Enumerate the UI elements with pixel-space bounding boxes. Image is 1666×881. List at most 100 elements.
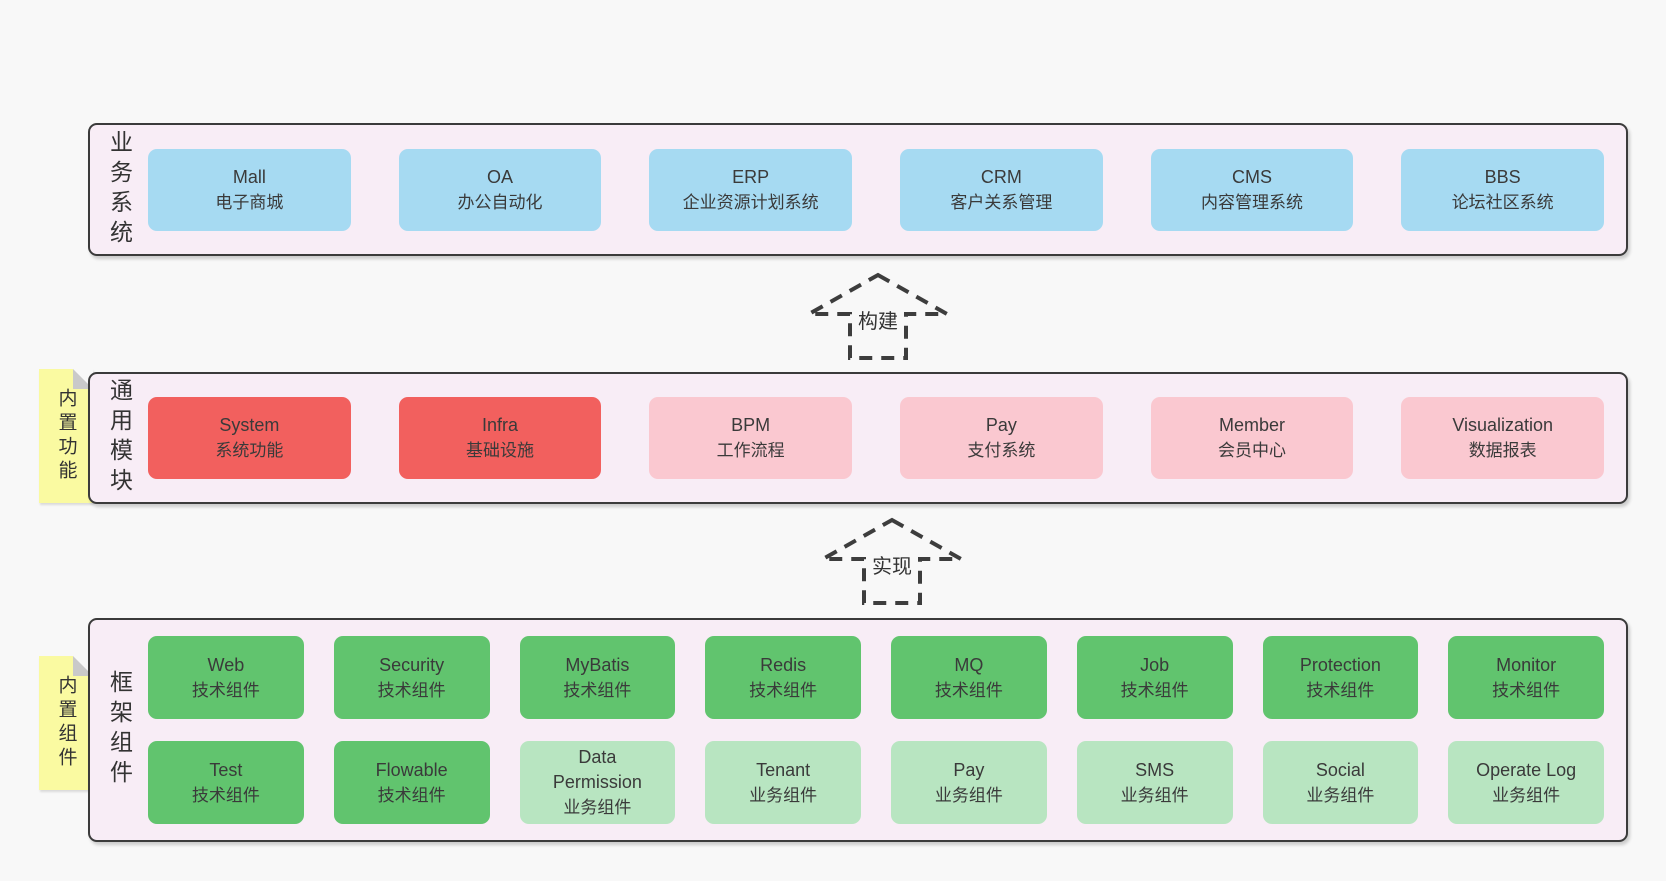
build-arrow: 构建 (806, 272, 950, 364)
sticky-note-built-in-functions: 内置功能 (39, 369, 93, 503)
box-title: Protection (1299, 654, 1381, 675)
box-title: Tenant (756, 759, 811, 780)
box-subtitle: 客户关系管理 (950, 192, 1053, 212)
box-security: Security 技术组件 (333, 636, 490, 719)
box-title: CMS (1232, 166, 1273, 187)
sticky-note-built-in-components: 内置组件 (39, 656, 93, 790)
box-title: Pay (953, 759, 985, 780)
box-subtitle: 数据报表 (1468, 441, 1537, 460)
box-data-permission: Data Permission 业务组件 (519, 741, 676, 824)
components-row-1: Web 技术组件 Security 技术组件 MyBatis 技术组件 Redi… (148, 636, 1604, 719)
box-subtitle: 技术组件 (1306, 680, 1375, 700)
build-arrow-label: 构建 (855, 305, 901, 334)
box-redis: Redis 技术组件 (705, 636, 861, 719)
box-title: Security (379, 654, 445, 675)
box-title: Data Permission (552, 747, 642, 792)
box-title: ERP (732, 166, 770, 187)
common-modules-row: System 系统功能 Infra 基础设施 BPM 工作流程 Pay 支付系统… (148, 374, 1626, 502)
common-modules-band: 通用模块 System 系统功能 Infra 基础设施 BPM 工作流程 Pay… (88, 372, 1628, 504)
box-subtitle: 工作流程 (716, 441, 785, 460)
box-system: System 系统功能 (148, 397, 351, 479)
box-title: Visualization (1452, 415, 1554, 435)
business-systems-row: Mall 电子商城 OA 办公自动化 ERP 企业资源计划系统 CRM 客户关系… (148, 125, 1626, 254)
box-subtitle: 技术组件 (1120, 680, 1189, 700)
box-title: System (219, 415, 280, 435)
sticky-text: 内置组件 (55, 675, 77, 771)
box-pay-module: Pay 支付系统 (900, 397, 1103, 479)
box-title: BBS (1484, 166, 1521, 187)
box-social: Social 业务组件 (1262, 741, 1419, 824)
box-title: Job (1140, 654, 1170, 675)
box-subtitle: 业务组件 (1492, 785, 1561, 805)
box-title: Member (1219, 415, 1286, 435)
box-title: SMS (1135, 759, 1175, 780)
implement-arrow-label: 实现 (869, 550, 915, 579)
box-monitor: Monitor 技术组件 (1448, 636, 1604, 719)
box-subtitle: 技术组件 (749, 680, 818, 700)
components-row-2: Test 技术组件 Flowable 技术组件 Data Permission … (148, 741, 1604, 824)
box-title: Social (1315, 759, 1365, 780)
box-title: Redis (760, 654, 807, 675)
box-subtitle: 技术组件 (377, 680, 446, 700)
box-subtitle: 技术组件 (1492, 680, 1561, 700)
box-subtitle: 技术组件 (191, 785, 260, 805)
box-title: Mall (232, 166, 266, 187)
framework-components-grid: Web 技术组件 Security 技术组件 MyBatis 技术组件 Redi… (148, 620, 1626, 840)
box-title: Pay (985, 415, 1017, 435)
box-subtitle: 技术组件 (377, 785, 446, 805)
box-tenant: Tenant 业务组件 (705, 741, 861, 824)
box-cms: CMS 内容管理系统 (1150, 148, 1354, 231)
box-subtitle: 论坛社区系统 (1451, 192, 1554, 212)
box-member: Member 会员中心 (1150, 397, 1354, 479)
box-title: OA (487, 166, 514, 187)
box-subtitle: 办公自动化 (457, 192, 543, 212)
box-title: Test (209, 759, 243, 780)
box-subtitle: 业务组件 (749, 785, 818, 805)
box-infra: Infra 基础设施 (398, 397, 602, 479)
box-visualization: Visualization 数据报表 (1401, 397, 1605, 479)
box-title: Operate Log (1476, 759, 1577, 780)
box-test: Test 技术组件 (148, 741, 304, 824)
box-subtitle: 电子商城 (215, 192, 284, 212)
box-oa: OA 办公自动化 (398, 148, 602, 231)
box-job: Job 技术组件 (1076, 636, 1233, 719)
box-title: MQ (954, 654, 984, 675)
box-sms: SMS 业务组件 (1076, 741, 1233, 824)
box-mq: MQ 技术组件 (891, 636, 1047, 719)
box-subtitle: 基础设施 (466, 441, 534, 460)
band-label-text: 框架组件 (106, 670, 133, 790)
band-label-components: 框架组件 (90, 620, 148, 840)
box-subtitle: 业务组件 (563, 798, 632, 817)
band-label-text: 通用模块 (106, 378, 133, 498)
box-subtitle: 业务组件 (1120, 785, 1189, 805)
band-label-business: 业务系统 (90, 125, 148, 254)
box-pay-component: Pay 业务组件 (891, 741, 1047, 824)
box-bpm: BPM 工作流程 (649, 397, 853, 479)
framework-components-band: 框架组件 Web 技术组件 Security 技术组件 MyBatis 技术组件… (88, 618, 1628, 842)
box-subtitle: 技术组件 (934, 680, 1003, 700)
sticky-text: 内置功能 (55, 388, 77, 484)
box-subtitle: 业务组件 (934, 785, 1003, 805)
box-subtitle: 企业资源计划系统 (682, 192, 819, 212)
box-subtitle: 业务组件 (1306, 785, 1375, 805)
box-title: Monitor (1496, 654, 1557, 675)
box-flowable: Flowable 技术组件 (333, 741, 490, 824)
box-subtitle: 技术组件 (191, 680, 260, 700)
dashed-up-arrow-icon (820, 517, 964, 605)
box-subtitle: 支付系统 (967, 441, 1036, 460)
box-subtitle: 内容管理系统 (1201, 192, 1304, 212)
box-operate-log: Operate Log 业务组件 (1448, 741, 1604, 824)
box-web: Web 技术组件 (148, 636, 304, 719)
business-systems-band: 业务系统 Mall 电子商城 OA 办公自动化 ERP 企业资源计划系统 CRM… (88, 123, 1628, 256)
box-title: MyBatis (565, 654, 630, 675)
box-subtitle: 系统功能 (215, 441, 284, 460)
box-mybatis: MyBatis 技术组件 (519, 636, 676, 719)
box-title: Flowable (375, 759, 448, 780)
box-protection: Protection 技术组件 (1262, 636, 1419, 719)
box-title: Web (207, 654, 245, 675)
band-label-text: 业务系统 (106, 129, 133, 250)
box-crm: CRM 客户关系管理 (900, 148, 1103, 231)
implement-arrow: 实现 (820, 517, 964, 609)
box-title: Infra (481, 415, 519, 435)
